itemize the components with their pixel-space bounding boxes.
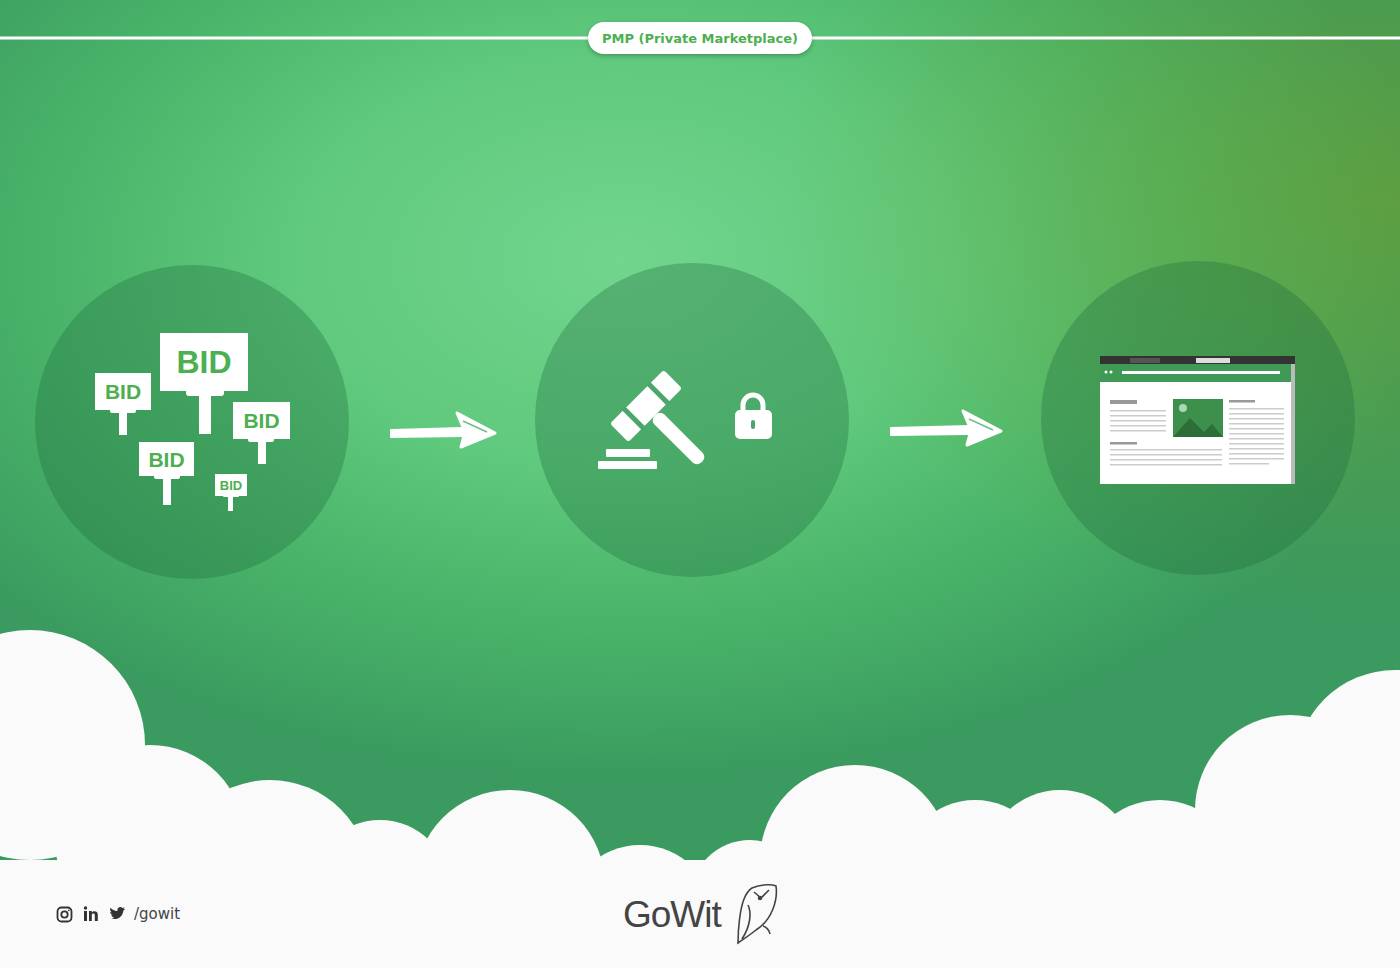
sign-text: BID xyxy=(176,346,231,378)
step-circle xyxy=(535,263,849,577)
flow-arrow xyxy=(391,413,495,447)
sign-text: BID xyxy=(220,479,242,492)
step-circle xyxy=(535,263,849,577)
flow-arrow xyxy=(891,411,1001,445)
lock-icon xyxy=(735,395,772,439)
step-circle xyxy=(1041,261,1355,575)
bid-sign: BID xyxy=(233,402,290,439)
title-pill: PMP (Private Marketplace) xyxy=(588,22,812,54)
bid-sign: BID xyxy=(95,373,151,410)
sign-text: BID xyxy=(105,381,141,402)
sign-text: BID xyxy=(243,410,279,431)
bid-sign: BID xyxy=(215,474,247,496)
social-icons xyxy=(58,906,126,921)
brand-logo: GoWit xyxy=(623,893,721,937)
sign-text: BID xyxy=(148,449,184,470)
bid-sign: BID xyxy=(160,333,248,391)
social-handle: /gowit xyxy=(134,905,180,923)
step-circle xyxy=(1041,261,1355,575)
owl-logo xyxy=(738,885,776,943)
gavel-icon xyxy=(598,369,729,489)
bid-sign: BID xyxy=(139,442,194,476)
step-circle xyxy=(35,265,349,579)
step-circle: BID BID BID BID BID xyxy=(35,265,349,579)
title: PMP (Private Marketplace) xyxy=(602,31,798,46)
browser-icon xyxy=(1100,356,1295,484)
clouds xyxy=(0,630,1400,968)
